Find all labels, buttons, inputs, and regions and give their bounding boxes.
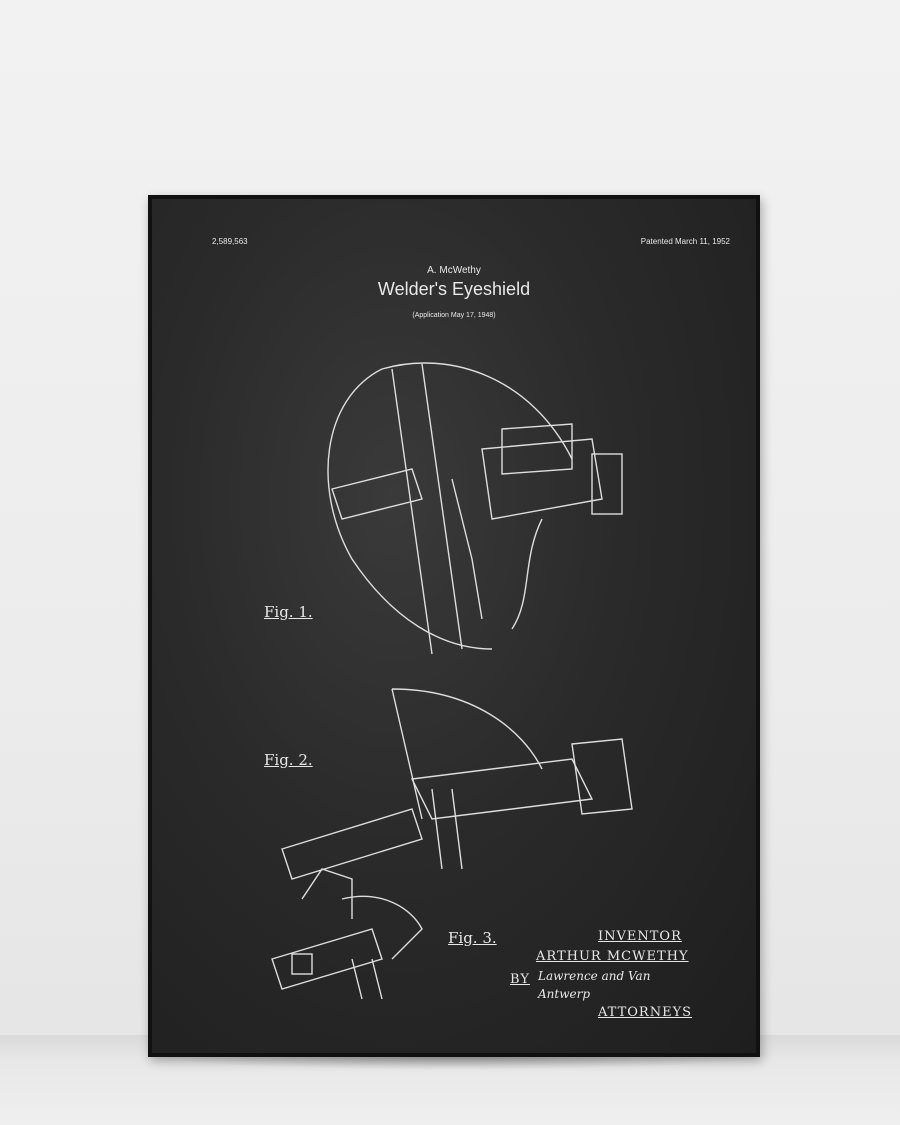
chalkboard-print: 2,589,563 Patented March 11, 1952 A. McW… [152, 199, 756, 1053]
author: A. McWethy [427, 265, 481, 276]
inventor-label: Inventor [598, 929, 682, 944]
patent-date: Patented March 11, 1952 [640, 237, 730, 246]
poster-title: Welder's Eyeshield [377, 279, 531, 299]
fig-2-label: Fig. 2. [264, 751, 313, 769]
figure-2-drawing [281, 688, 633, 880]
inventor-name: Arthur McWethy [536, 949, 689, 964]
by-label: By [510, 972, 530, 987]
fig-3-label: Fig. 3. [448, 929, 497, 947]
attorneys-label: Attorneys [598, 1005, 693, 1020]
fig-1-label: Fig. 1. [264, 603, 313, 621]
patent-drawings [271, 362, 633, 1000]
patent-number: 2,589,563 [212, 237, 248, 246]
attorneys-signature: Lawrence and Van Antwerp [538, 969, 651, 1001]
framed-poster: 2,589,563 Patented March 11, 1952 A. McW… [148, 195, 760, 1057]
figure-3-drawing [271, 868, 423, 1000]
application-date: (Application May 17, 1948) [412, 312, 496, 319]
figure-1-drawing [327, 362, 623, 655]
